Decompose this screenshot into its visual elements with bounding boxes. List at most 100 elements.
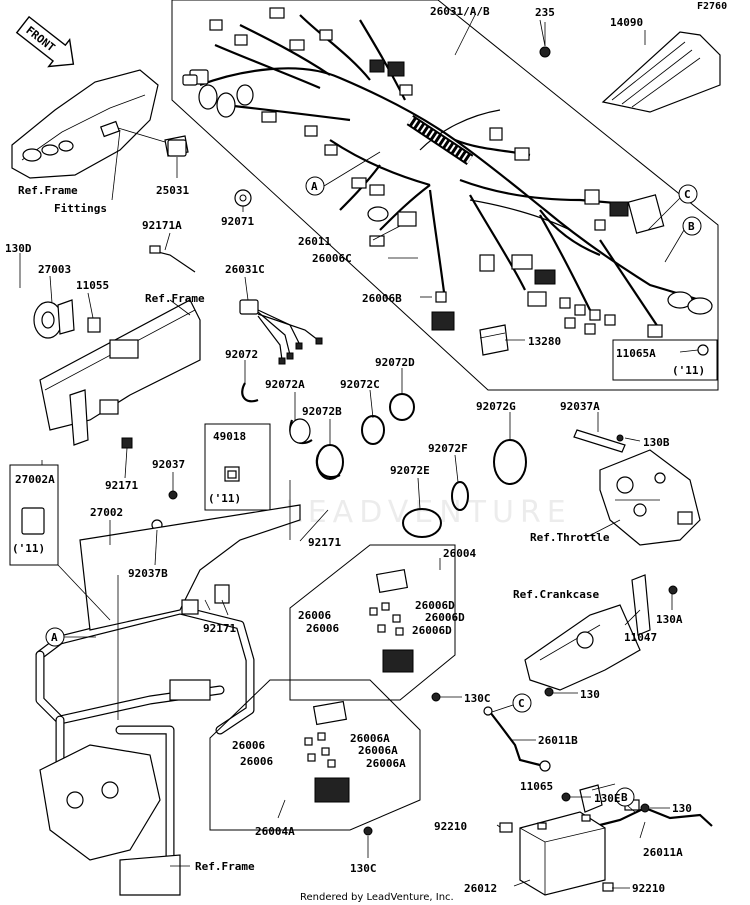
callout-a-top: A	[305, 151, 381, 196]
label-27002: 27002	[90, 506, 123, 519]
throttle-assembly	[573, 429, 701, 546]
bracket-13280	[479, 324, 509, 356]
label-92072B: 92072B	[302, 405, 342, 418]
label-26006-4: 26006	[240, 755, 273, 768]
box-27002A	[9, 464, 59, 566]
svg-text:C: C	[684, 188, 691, 201]
svg-text:B: B	[688, 220, 695, 233]
horn-27003	[33, 299, 101, 339]
label-92072C: 92072C	[340, 378, 380, 391]
callout-b-lower: B	[615, 787, 636, 813]
label-130C-1: 130C	[464, 692, 491, 705]
label-235: 235	[535, 6, 555, 19]
svg-text:C: C	[518, 697, 525, 710]
footer-credit: Rendered by LeadVenture, Inc.	[300, 892, 454, 903]
label-26006A-3: 26006A	[366, 757, 406, 770]
label-92210-2: 92210	[632, 882, 665, 895]
svg-text:B: B	[621, 791, 628, 804]
label-26006D-3: 26006D	[412, 624, 452, 637]
battery-26012	[363, 692, 614, 896]
label-92072A: 92072A	[265, 378, 305, 391]
box-11065A	[612, 339, 718, 381]
label-26006B: 26006B	[362, 292, 402, 305]
sub-harness-26031C	[239, 299, 323, 365]
label-11065: 11065	[520, 780, 553, 793]
callout-b-top: B	[664, 216, 702, 263]
frame-fittings-illustration	[11, 69, 189, 179]
label-26011: 26011	[298, 235, 331, 248]
clamp-92171A	[149, 245, 196, 273]
ref-frame-lower: Ref.Frame	[195, 860, 255, 873]
ref-frame-upper: Ref.Frame	[145, 292, 205, 305]
front-arrow: FRONT	[15, 15, 75, 68]
svg-text:A: A	[311, 180, 318, 193]
label-13280: 13280	[528, 335, 561, 348]
fuse-box-26004	[369, 569, 414, 673]
label-92072D: 92072D	[375, 356, 415, 369]
label-11065A-year: ('11)	[672, 364, 705, 377]
label-130E: 130E	[594, 792, 621, 805]
label-26031C: 26031C	[225, 263, 265, 276]
watermark: LEADVENTURE	[285, 495, 572, 530]
label-92072G: 92072G	[476, 400, 516, 413]
label-92171-c: 92171	[203, 622, 236, 635]
label-92037: 92037	[152, 458, 185, 471]
label-11065A: 11065A	[616, 347, 656, 360]
figure-code: F2760	[697, 1, 727, 12]
label-92171-b: 92171	[308, 536, 341, 549]
svg-text:A: A	[51, 631, 58, 644]
part-labels: F2760 26031/A/B 235 14090 Ref.Frame Fitt…	[5, 1, 727, 903]
fuse-box-26004A	[304, 700, 350, 803]
label-27003: 27003	[38, 263, 71, 276]
upper-frame	[39, 299, 201, 531]
label-92072: 92072	[225, 348, 258, 361]
label-130C-2: 130C	[350, 862, 377, 875]
label-27002A-year: ('11)	[12, 542, 45, 555]
main-wiring-harness	[199, 14, 701, 331]
label-26011B: 26011B	[538, 734, 578, 747]
label-92072F: 92072F	[428, 442, 468, 455]
label-130: 130	[580, 688, 600, 701]
label-130B: 130B	[643, 436, 670, 449]
callout-c-top: C	[647, 184, 698, 231]
ref-crankcase: Ref.Crankcase	[513, 588, 599, 601]
label-49018: 49018	[213, 430, 246, 443]
label-92037B: 92037B	[128, 567, 168, 580]
box-49018	[204, 423, 271, 511]
box-26004	[289, 544, 456, 701]
label-92071: 92071	[221, 215, 254, 228]
harness-frame	[171, 0, 719, 391]
callout-a-lower: A	[45, 627, 96, 647]
label-26012: 26012	[464, 882, 497, 895]
label-26006C: 26006C	[312, 252, 352, 265]
label-11047: 11047	[624, 631, 657, 644]
label-26004A: 26004A	[255, 825, 295, 838]
label-26006-3: 26006	[232, 739, 265, 752]
label-26006A-1: 26006A	[350, 732, 390, 745]
label-26011A: 26011A	[643, 846, 683, 859]
label-26006A-2: 26006A	[358, 744, 398, 757]
label-26006-1: 26006	[298, 609, 331, 622]
label-130D: 130D	[5, 242, 32, 255]
label-92210-1: 92210	[434, 820, 467, 833]
battery-cables	[483, 687, 713, 827]
lower-frame	[35, 504, 301, 896]
cover-14090	[601, 31, 721, 113]
label-130A: 130A	[656, 613, 683, 626]
label-27002A: 27002A	[15, 473, 55, 486]
ref-frame-fittings-2: Fittings	[54, 202, 107, 215]
ref-frame-fittings-1: Ref.Frame	[18, 184, 78, 197]
relay-26006B	[431, 291, 455, 331]
label-26004: 26004	[443, 547, 476, 560]
bolt-235	[539, 22, 551, 58]
callout-c-lower: C	[491, 693, 532, 713]
box-26004A	[209, 679, 421, 831]
label-49018-year: ('11)	[208, 492, 241, 505]
label-92072E: 92072E	[390, 464, 430, 477]
label-25031: 25031	[156, 184, 189, 197]
label-26031AB: 26031/A/B	[430, 5, 490, 18]
label-26006-2: 26006	[306, 622, 339, 635]
label-26006D-1: 26006D	[415, 599, 455, 612]
label-11055: 11055	[76, 279, 109, 292]
